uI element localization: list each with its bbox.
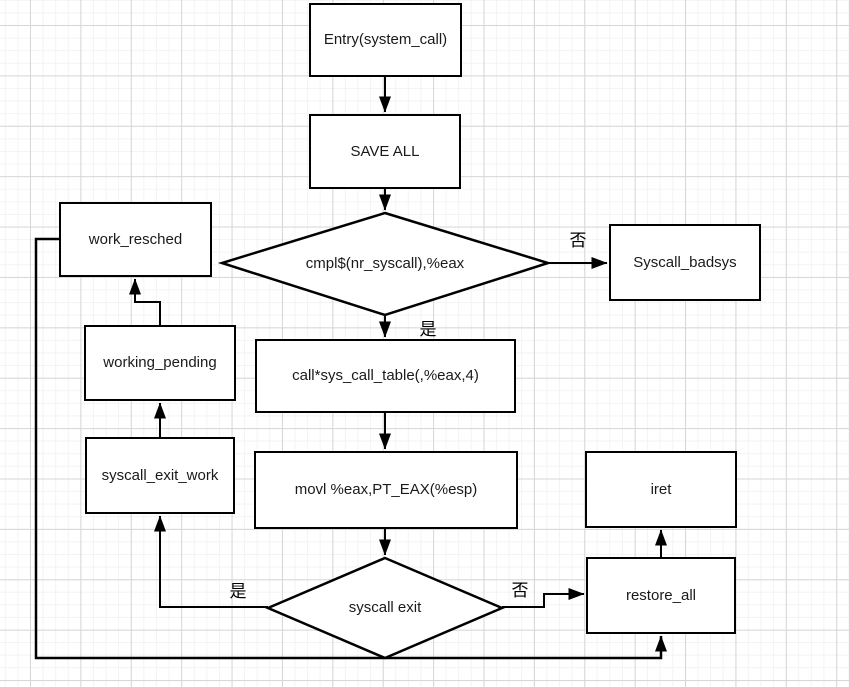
work-resched-node-shape[interactable]	[59, 202, 212, 277]
cmp-check-decision-shape[interactable]	[217, 211, 553, 317]
edge-syscall-exit-to-syscall-exit-work[interactable]	[154, 515, 268, 608]
edge-working-pending-to-work-resched[interactable]	[129, 278, 161, 325]
movl-node-shape[interactable]	[254, 451, 518, 529]
save-all-node-shape[interactable]	[309, 114, 461, 189]
edges-layer	[34, 77, 667, 660]
working-pending-node-shape[interactable]	[84, 325, 236, 401]
syscall-badsys-node-shape[interactable]	[609, 224, 761, 301]
restore-all-node-shape[interactable]	[586, 557, 736, 634]
iret-node-shape[interactable]	[585, 451, 737, 528]
syscall-exit-work-node-shape[interactable]	[85, 437, 235, 514]
call-table-node-shape[interactable]	[255, 339, 516, 413]
edge-syscall-exit-to-restore-all[interactable]	[502, 588, 585, 608]
edge-work-resched-to-restore-all[interactable]	[34, 237, 667, 660]
syscall-exit-decision-shape[interactable]	[264, 556, 506, 660]
nodes-layer	[59, 3, 761, 660]
entry-node-shape[interactable]	[309, 3, 462, 77]
